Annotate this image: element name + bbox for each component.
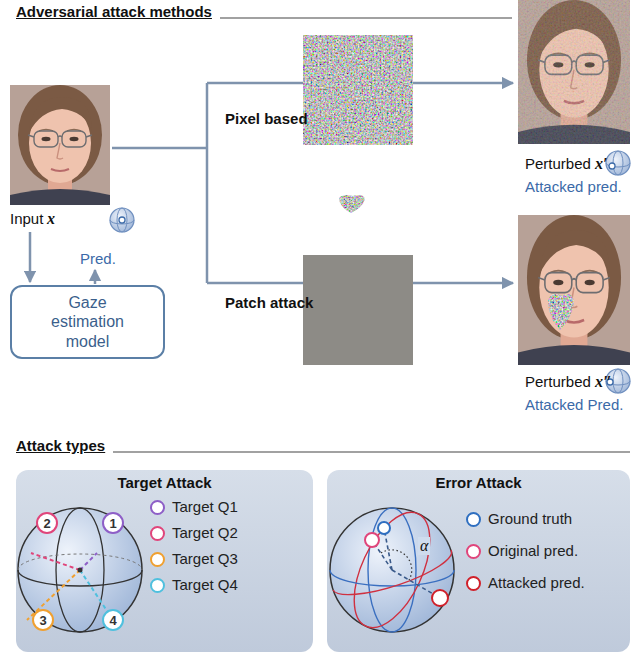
legend-text: Target Q4 — [172, 576, 238, 594]
prediction-label: Pred. — [80, 250, 116, 268]
legend-swatch — [150, 526, 165, 541]
target-sphere — [18, 508, 142, 632]
callout-number: 3 — [39, 614, 46, 627]
attack-panel: Error Attack — [327, 470, 630, 652]
panel-heading: Error Attack — [327, 470, 630, 492]
gaze-globe — [110, 208, 134, 232]
legend-item: Ground truth — [466, 510, 572, 528]
legend-text: Original pred. — [488, 542, 578, 560]
section-rule — [220, 17, 512, 18]
patch-image-blob — [336, 192, 368, 215]
legend-text: Target Q2 — [172, 524, 238, 542]
perturbed-face — [518, 0, 630, 144]
method-label: Pixel based — [225, 110, 308, 128]
callout-number: 1 — [109, 517, 116, 530]
pixel-noise-image — [303, 35, 413, 145]
legend-swatch — [150, 500, 165, 515]
legend-text: Ground truth — [488, 510, 572, 528]
legend-text: Target Q1 — [172, 498, 238, 516]
legend-swatch — [150, 578, 165, 593]
panel-ground — [327, 470, 630, 652]
math-symbol: x — [47, 210, 55, 228]
legend-item: Attacked pred. — [466, 574, 585, 592]
pixel-noise-overlay — [518, 0, 630, 144]
adversarial-patch — [545, 288, 577, 333]
section-title: Attack types — [16, 437, 105, 455]
section-rule — [113, 451, 630, 452]
target-marker: 1 — [102, 512, 124, 534]
prediction-label: Attacked Pred. — [525, 396, 623, 414]
legend-swatch — [466, 576, 481, 591]
legend-text: Target Q3 — [172, 550, 238, 568]
section-title: Adversarial attack methods — [16, 3, 212, 21]
error-sphere — [330, 501, 454, 639]
legend-item: Target Q2 — [150, 524, 238, 542]
math-symbol: x″ — [595, 373, 612, 391]
legend-swatch — [466, 512, 481, 527]
legend-swatch — [150, 552, 165, 567]
target-marker: 4 — [102, 609, 124, 631]
legend-item: Target Q4 — [150, 576, 238, 594]
patched-face — [518, 215, 630, 365]
legend-item: Target Q3 — [150, 550, 238, 568]
legend-swatch — [466, 544, 481, 559]
image-label: Perturbed — [525, 373, 591, 391]
process-box: Gaze estimation model — [10, 285, 165, 359]
image-label: Input — [10, 210, 43, 228]
panel-ground — [16, 470, 313, 652]
legend-item: Target Q1 — [150, 498, 238, 516]
input-face — [10, 85, 110, 205]
target-marker: 2 — [36, 512, 58, 534]
box-text: Gaze estimation model — [38, 293, 138, 351]
math-symbol: x′ — [595, 155, 608, 173]
target-marker: 3 — [32, 609, 54, 631]
image-label: Perturbed — [525, 155, 591, 173]
legend-item: Original pred. — [466, 542, 578, 560]
callout-number: 2 — [43, 517, 50, 530]
patch-image — [303, 255, 413, 365]
legend-text: Attacked pred. — [488, 574, 585, 592]
method-label: Patch attack — [225, 294, 313, 312]
callout-number: 4 — [109, 614, 116, 627]
gaze-globe — [606, 151, 630, 175]
prediction-label: Attacked pred. — [525, 178, 622, 196]
angle-symbol: α — [418, 537, 430, 555]
panel-heading: Target Attack — [16, 470, 313, 492]
